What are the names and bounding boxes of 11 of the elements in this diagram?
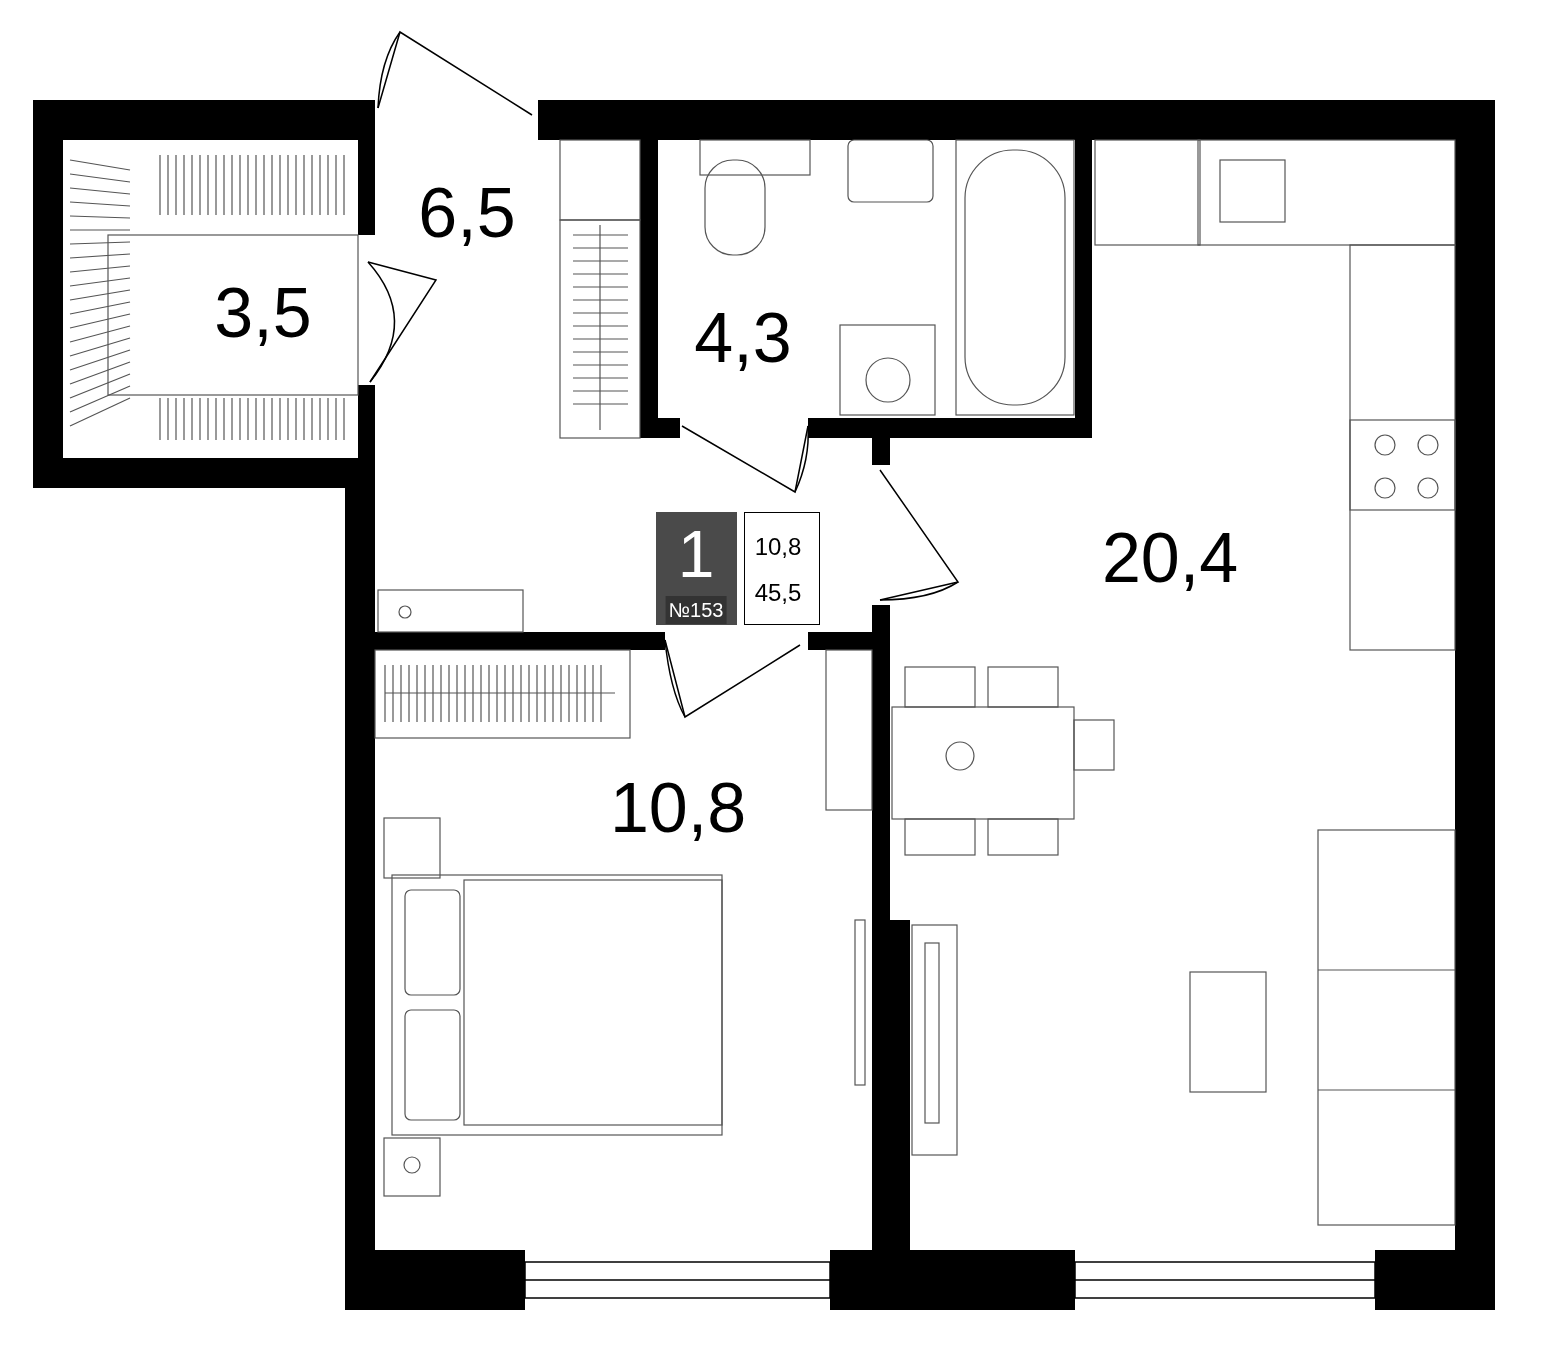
apartment-badge [656,512,737,625]
living-area: 10,8 [754,535,802,559]
total-area: 45,5 [754,581,802,605]
room-area-label: 20,4 [1101,523,1239,593]
apartment-number: №153 [665,596,727,624]
room-area-label: 4,3 [694,303,792,373]
room-area-label: 10,8 [609,773,747,843]
room-area-label: 3,5 [214,278,312,348]
room-area-label: 6,5 [418,178,516,248]
room-count: 1 [677,521,715,587]
area-summary-box [744,512,820,625]
